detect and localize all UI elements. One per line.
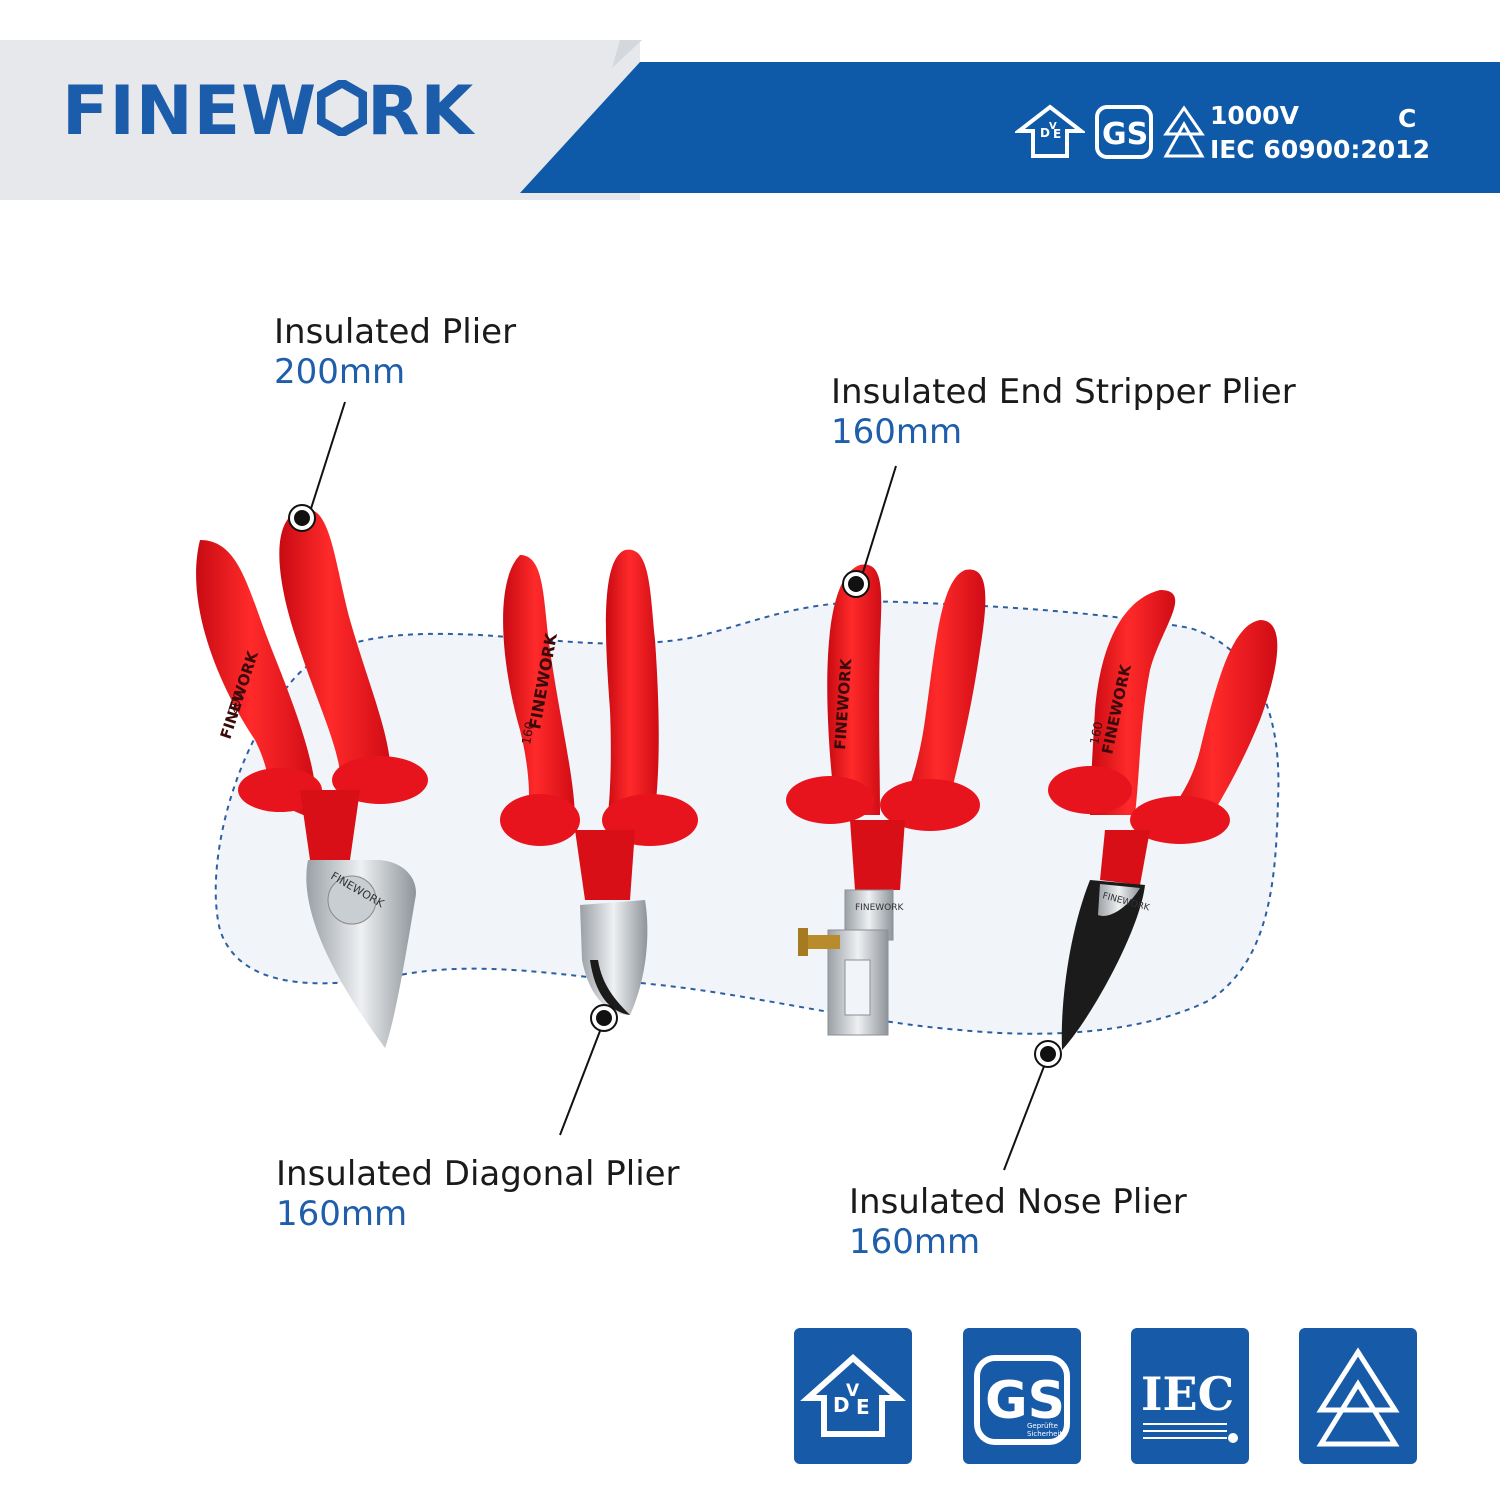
cert-class: C [1398, 104, 1417, 133]
product-size: 200mm [274, 352, 406, 392]
product-size: 160mm [849, 1222, 981, 1262]
product-name: Insulated Nose Plier [849, 1182, 1187, 1222]
gs-badge: GS Geprüfte Sicherheit [963, 1328, 1081, 1464]
marker-dot-nose-core [1040, 1046, 1056, 1062]
brand-name-suffix: RK [367, 72, 475, 151]
iec-icon: IEC [1141, 1367, 1238, 1443]
iec-badge-letters: IEC [1141, 1367, 1234, 1421]
double-triangle-icon [1316, 1347, 1400, 1447]
gs-badge-caption-2: Sicherheit [1027, 1430, 1062, 1438]
gs-badge-caption-1: Geprüfte [1027, 1422, 1058, 1430]
vde-badge-letter-d: D [833, 1393, 850, 1417]
iec-badge: IEC [1131, 1328, 1249, 1464]
marker-dot-plier-core [294, 510, 310, 526]
label-insulated-end-stripper-plier: Insulated End Stripper Plier 160mm [831, 372, 1296, 452]
insulated-end-stripper-plier-image: FINEWORK FINEWORK [786, 564, 986, 1036]
double-triangle-icon [1163, 105, 1205, 158]
brand-name-prefix: FINEW [62, 72, 318, 151]
vde-icon: D V E [800, 1353, 906, 1437]
insulated-diagonal-plier-image: FINEWORK 160 [500, 549, 698, 1015]
plier-4-size-mark: 160 [1087, 720, 1105, 745]
leader-line-nose [1003, 1055, 1049, 1171]
marker-dot-diagonal-core [596, 1010, 612, 1026]
vde-icon-letter-v: V [1049, 121, 1057, 132]
vde-icon-letter-d: D [1040, 126, 1050, 140]
product-stage: FINEWORK FINEWORK 200 FINEWORK 160 FINEW… [196, 401, 1280, 1171]
header-fold [612, 40, 642, 68]
plier-3-blade-brand: FINEWORK [855, 903, 904, 913]
insulated-nose-plier-image: FINEWORK FINEWORK 160 [1048, 590, 1278, 1050]
label-insulated-nose-plier: Insulated Nose Plier 160mm [849, 1182, 1187, 1262]
product-name: Insulated End Stripper Plier [831, 372, 1296, 412]
leader-line-diagonal [559, 1017, 606, 1136]
product-size: 160mm [831, 412, 963, 452]
plier-1-size-mark: 200 [226, 690, 246, 716]
product-name: Insulated Plier [274, 312, 517, 352]
gs-icon-letters: GS [1102, 117, 1148, 152]
cert-voltage: 1000V [1210, 101, 1299, 130]
gs-icon: GS [1095, 105, 1153, 159]
vde-badge-letter-e: E [856, 1395, 870, 1419]
plier-2-size-mark: 160 [519, 721, 537, 746]
leader-line-plier [307, 401, 346, 519]
product-name: Insulated Diagonal Plier [276, 1154, 680, 1194]
double-triangle-badge [1299, 1328, 1417, 1464]
product-size: 160mm [276, 1194, 408, 1234]
vde-icon: D V E [1015, 104, 1085, 158]
cert-standard: IEC 60900:2012 [1210, 135, 1430, 164]
vde-badge: D V E [794, 1328, 912, 1464]
label-insulated-diagonal-plier: Insulated Diagonal Plier 160mm [276, 1154, 680, 1234]
label-insulated-plier: Insulated Plier 200mm [274, 312, 516, 392]
vde-badge-letter-v: V [846, 1381, 860, 1401]
brand-o-nut-icon [316, 77, 368, 139]
gs-icon: GS Geprüfte Sicherheit [974, 1355, 1070, 1445]
vde-icon-letter-e: E [1053, 127, 1061, 141]
header-blue-panel [520, 62, 1500, 193]
leader-line-end-stripper [859, 465, 897, 583]
marker-dot-end-stripper-core [848, 576, 864, 592]
gs-badge-letters: GS [985, 1371, 1065, 1431]
